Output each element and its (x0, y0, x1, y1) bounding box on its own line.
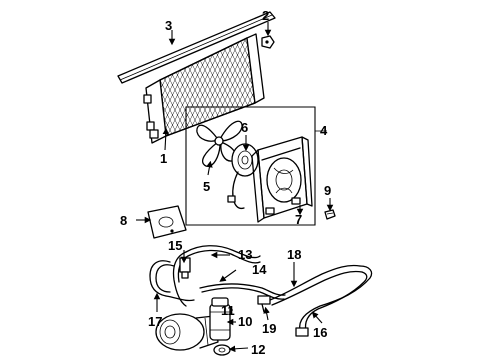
condenser-right-tank (246, 33, 265, 104)
suction-hose (149, 260, 171, 297)
callout-15: 15 (168, 238, 182, 253)
callout-2: 2 (262, 8, 269, 23)
compressor (155, 313, 219, 351)
callout-8: 8 (120, 213, 127, 228)
mounting-bracket (147, 205, 187, 239)
callout-13: 13 (238, 247, 252, 262)
callout-14: 14 (252, 262, 267, 277)
fan-shroud-assembly (185, 106, 327, 226)
fan-motor (227, 143, 259, 210)
callout-6: 6 (241, 120, 248, 135)
liquid-line (199, 283, 286, 296)
receiver-drier (209, 297, 231, 341)
callout-17: 17 (148, 314, 162, 329)
callout-19: 19 (262, 321, 276, 336)
callout-11: 11 (221, 303, 235, 318)
callout-5: 5 (203, 179, 210, 194)
callout-9: 9 (324, 183, 331, 198)
leader-lines (136, 22, 334, 353)
assembly-box (185, 106, 316, 226)
seal-cap (213, 344, 231, 356)
hose-fitting (257, 295, 271, 313)
callout-4: 4 (320, 123, 328, 138)
callout-12: 12 (251, 342, 265, 357)
callout-3: 3 (165, 18, 172, 33)
clip (324, 209, 336, 220)
compressor-group (155, 297, 231, 356)
fan-shroud (251, 136, 313, 223)
pressure-switch (179, 257, 191, 279)
callout-labels: 3 2 1 4 6 5 9 7 8 15 13 18 14 11 17 10 1… (120, 8, 331, 357)
suction-pipe (269, 264, 361, 301)
callout-16: 16 (313, 325, 327, 340)
refrigerant-lines (149, 245, 373, 337)
callout-18: 18 (287, 247, 301, 262)
fan-blade (196, 120, 243, 167)
discharge-hose (185, 245, 261, 259)
callout-7: 7 (295, 212, 302, 227)
callout-1: 1 (160, 151, 167, 166)
callout-10: 10 (238, 314, 252, 329)
